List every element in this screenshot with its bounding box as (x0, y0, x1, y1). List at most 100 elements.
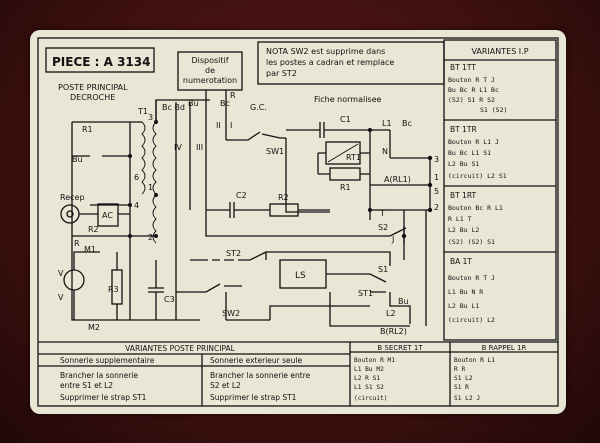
block-bt1tr-line-3: L2 Bu S1 (448, 160, 479, 168)
dispositif-line-3: numerotation (183, 76, 237, 85)
col3-line-3: L2 R S1 (354, 375, 380, 382)
dispositif-box (177, 51, 243, 91)
label-4: 4 (134, 201, 139, 210)
label-t1-1: 1 (148, 183, 153, 192)
block-bt1tr-name: BT 1TR (450, 125, 477, 134)
col3-line-4: L1 S1 S2 (354, 384, 384, 391)
col4-line-3: S1 L2 (454, 375, 473, 382)
label-v2: V (58, 293, 64, 302)
label-r1-right: R1 (340, 183, 351, 192)
label-bc-right: Bc (402, 119, 412, 128)
col3-line-1: Bouton R M1 (354, 357, 395, 364)
label-j: J (391, 235, 394, 244)
label-r: R (74, 239, 80, 248)
label-l1: L1 (382, 119, 392, 128)
label-sw1: SW1 (266, 147, 284, 156)
block-bt1tr-line-2: Bu Bc L1 S1 (448, 149, 491, 157)
block-ba1t-line-4: (circuit) L2 (448, 316, 495, 324)
label-ii: II (216, 121, 221, 130)
block-ba1t-line-3: L2 Bu L1 (448, 302, 479, 310)
schematic-labels: T1 R1 Bu Recep AC R R2 M1 M2 V V R3 C3 B… (58, 91, 439, 336)
nota-line-3: par ST2 (266, 69, 297, 78)
block-bt1rt-line-2: R L1 T (448, 215, 472, 223)
variantes-ip-blocks: BT 1TT Bouton R T J Bu Bc R L1 Bc (S2) S… (444, 63, 556, 324)
col1-line-1: Brancher la sonnerie (60, 371, 138, 380)
block-bt1tr-line-1: Bouton R L1 J (448, 138, 499, 146)
label-bu: Bu (72, 155, 83, 164)
label-n: N (382, 147, 388, 156)
block-bt1rt-line-4: (S2) (S2) S1 (448, 238, 495, 246)
label-st1: ST1 (358, 289, 373, 298)
block-bt1tt-line-1: Bouton R T J (448, 76, 495, 84)
variantes-ip-panel (443, 39, 557, 341)
schematic-card: PIECE : A 3134 Dispositif de numerotatio… (30, 30, 566, 414)
label-6: 6 (134, 173, 139, 182)
block-ba1t-line-2: L1 Bu N R (448, 288, 483, 296)
col4-title: B RAPPEL 1R (482, 344, 527, 352)
col3-line-5: (circuit) (354, 395, 388, 402)
variantes-poste-table: VARIANTES POSTE PRINCIPAL Sonnerie suppl… (38, 341, 558, 406)
label-c1: C1 (340, 115, 351, 124)
label-sw2: SW2 (222, 309, 240, 318)
label-c3: C3 (164, 295, 175, 304)
col2-line-2: S2 et L2 (210, 381, 241, 390)
label-c2: C2 (236, 191, 247, 200)
label-r-top: R (230, 91, 236, 100)
label-r2: R2 (88, 225, 99, 234)
col1-line-2: entre S1 et L2 (60, 381, 113, 390)
label-i: I (230, 121, 232, 130)
col1-line-3: Supprimer le strap ST1 (60, 393, 147, 402)
nota-line-1: NOTA SW2 est supprime dans (266, 47, 385, 56)
col4-line-2: R R (454, 366, 465, 373)
col3-line-2: L1 Bu M2 (354, 366, 384, 373)
microphone-symbol (63, 269, 85, 291)
label-bu-top: Bu (188, 99, 199, 108)
label-st2: ST2 (226, 249, 241, 258)
terminal-dots (128, 120, 433, 239)
decroche-label: DECROCHE (70, 93, 115, 102)
variantes-ip-title: VARIANTES I.P (471, 47, 528, 56)
schematic-svg: PIECE : A 3134 Dispositif de numerotatio… (37, 37, 559, 407)
label-recep: Recep (60, 193, 85, 202)
block-ba1t-name: BA 1T (450, 257, 472, 266)
block-bt1rt-line-3: L2 Bu L2 (448, 226, 479, 234)
block-bt1tt-line-2: Bu Bc R L1 Bc (448, 86, 499, 94)
label-arl1: A(RL1) (384, 175, 411, 184)
label-bcbd: Bc Bd (162, 103, 185, 112)
dispositif-line-1: Dispositif (191, 56, 228, 65)
r1-right-resistor (329, 167, 361, 181)
block-bt1rt-line-1: Bouton Bc R L1 (448, 204, 503, 212)
label-m1: M1 (84, 245, 96, 254)
col4-line-5: S1 L2 J (454, 395, 480, 402)
label-brl2: B(RL2) (380, 327, 407, 336)
poste-principal-label: POSTE PRINCIPAL (58, 83, 128, 92)
recep-symbol (60, 204, 80, 224)
col2-line-3: Supprimer le strap ST1 (210, 393, 297, 402)
col4-line-1: Bouton R L1 (454, 357, 495, 364)
label-ls: LS (295, 271, 306, 281)
label-t1-3: 3 (148, 113, 153, 122)
label-v1: V (58, 269, 64, 278)
block-bt1tt-line-4: S1 (S2) (480, 106, 507, 114)
outer-frame (37, 37, 559, 407)
label-gc: G.C. (250, 103, 267, 112)
block-bt1tt-name: BT 1TT (450, 63, 476, 72)
piece-box (45, 47, 155, 73)
fiche-label: Fiche normalisee (314, 95, 382, 104)
col3-title: B SECRET 1T (377, 344, 423, 352)
col1-title: Sonnerie supplementaire (60, 356, 155, 365)
label-rt1: RT1 (346, 153, 361, 162)
block-bt1tt-line-3: (S2) S1 R S2 (448, 96, 495, 104)
block-bt1rt-name: BT 1RT (450, 191, 477, 200)
label-r3: R3 (108, 285, 119, 294)
label-term-1: 1 (434, 173, 439, 182)
label-bu-right: Bu (398, 297, 409, 306)
ac-box (97, 203, 119, 227)
label-s2: S2 (378, 223, 388, 232)
label-term-3: 3 (434, 155, 439, 164)
label-r1: R1 (82, 125, 93, 134)
col2-line-1: Brancher la sonnerie entre (210, 371, 311, 380)
nota-line-2: les postes a cadran et remplace (266, 58, 394, 67)
schematic-wiring (60, 90, 431, 327)
col4-line-4: S1 R (454, 384, 469, 391)
